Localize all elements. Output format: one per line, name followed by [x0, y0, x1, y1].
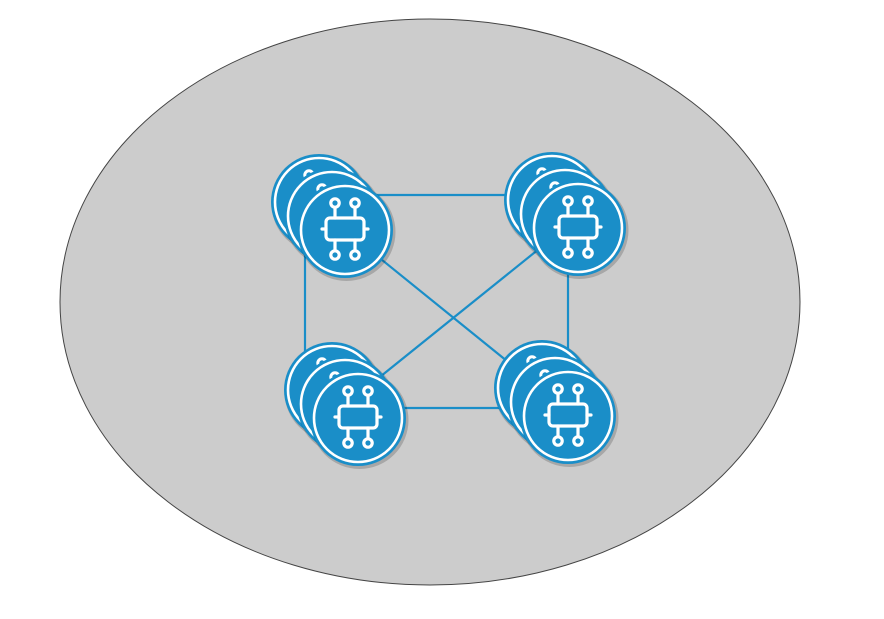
node-cluster-bottom-right: [494, 340, 619, 467]
router-chip-icon: [320, 197, 370, 261]
node-cluster-bottom-left: [284, 342, 409, 469]
node-cluster-top-left: [271, 154, 396, 281]
router-node: [310, 370, 409, 469]
router-node: [520, 368, 619, 467]
router-node: [530, 180, 629, 279]
router-chip-icon: [543, 383, 593, 447]
router-chip-icon: [553, 195, 603, 259]
node-cluster-top-right: [504, 152, 629, 279]
router-chip-icon: [333, 385, 383, 449]
router-node: [297, 182, 396, 281]
network-region: [59, 18, 801, 586]
nodes-layer: [271, 152, 629, 469]
